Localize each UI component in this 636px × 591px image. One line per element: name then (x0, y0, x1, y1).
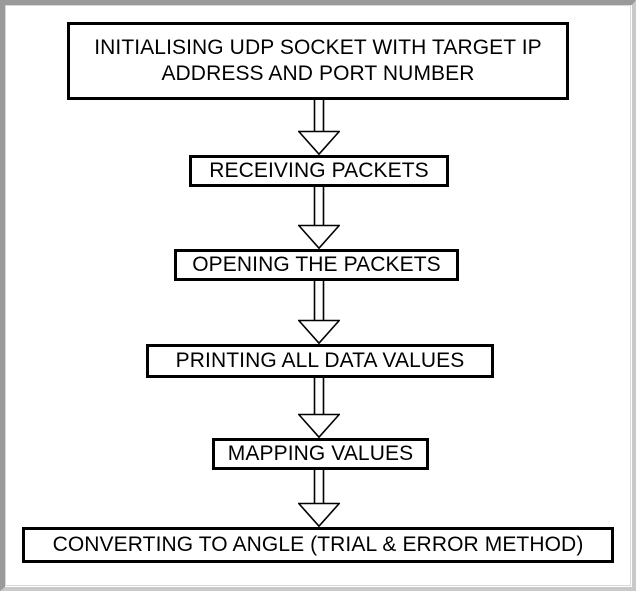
process-box-opening-the-packets[interactable]: OPENING THE PACKETS (174, 249, 459, 281)
process-box-mapping-values[interactable]: MAPPING VALUES (212, 438, 429, 470)
arrow-mapping-to-converting (298, 470, 340, 527)
process-box-converting-to-angle[interactable]: CONVERTING TO ANGLE (TRIAL & ERROR METHO… (22, 527, 614, 563)
arrow-opening-to-printing (298, 281, 340, 344)
arrow-init-to-receiving (298, 100, 340, 155)
process-box-init-udp-socket[interactable]: INITIALISING UDP SOCKET WITH TARGET IP A… (67, 22, 569, 100)
arrow-printing-to-mapping (298, 378, 340, 438)
process-box-receiving-packets[interactable]: RECEIVING PACKETS (189, 155, 449, 187)
arrow-receiving-to-opening (298, 187, 340, 249)
process-box-printing-all-data-values[interactable]: PRINTING ALL DATA VALUES (146, 344, 494, 378)
page-inner-frame (5, 5, 631, 586)
